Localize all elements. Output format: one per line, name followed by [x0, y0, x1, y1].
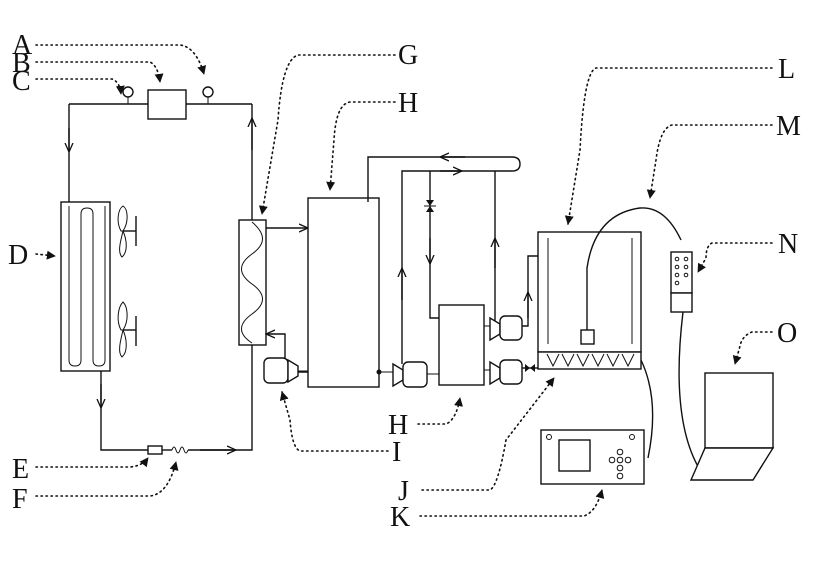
pump-icon: [484, 359, 538, 386]
label-M: M: [776, 111, 801, 142]
spray-nozzles: [546, 353, 635, 368]
label-C: C: [12, 66, 31, 97]
refrigeration-loop: [60, 86, 267, 455]
secondary-loop: [263, 156, 538, 388]
heat-exchanger: [238, 219, 267, 346]
heat-exchanger-coil: [241, 221, 263, 344]
leader-F: [35, 461, 179, 497]
compressor-box: [147, 89, 187, 120]
leader-E: [35, 457, 149, 468]
pump-icon: [484, 255, 538, 342]
laptop-screen: [704, 372, 774, 449]
label-I: I: [392, 437, 401, 468]
test-section: [580, 329, 595, 345]
leader-C: [35, 78, 125, 95]
leader-I: [279, 391, 389, 452]
logger-box: [670, 251, 693, 294]
valve-icon: [424, 200, 436, 212]
controller-screen: [558, 439, 591, 472]
label-B: B: [12, 48, 31, 79]
pressure-gauge-right: [202, 86, 214, 104]
leader-H-top: [326, 101, 396, 191]
leader-M: [646, 124, 773, 199]
logger-to-laptop-cable: [678, 311, 701, 471]
laptop-keyboard: [689, 447, 775, 481]
label-N: N: [778, 229, 798, 260]
leader-L: [564, 67, 773, 225]
logger-ports: [674, 256, 689, 286]
pipe-left-bottom: [100, 371, 148, 451]
label-A: A: [12, 30, 33, 61]
label-K: K: [390, 502, 410, 533]
return-loop: [401, 156, 521, 364]
leader-K: [419, 489, 605, 517]
callout-labels: A B C D E F G H H I J K L M N O: [8, 30, 801, 533]
leader-H-bottom: [417, 397, 463, 425]
test-vessel: [537, 207, 682, 459]
leader-O: [732, 331, 773, 365]
label-D: D: [8, 240, 28, 271]
fan-icon: [117, 205, 137, 258]
branch-pipe: [429, 171, 439, 319]
label-G: G: [398, 40, 418, 71]
fan-icon: [117, 301, 137, 358]
label-H-top: H: [398, 88, 418, 119]
leader-G: [258, 54, 396, 215]
leader-lines: [35, 44, 773, 517]
valve-icon: [525, 364, 535, 372]
pump-icon: [263, 357, 308, 384]
laptop-icon: [689, 372, 775, 481]
sensor-cable: [586, 207, 682, 330]
capillary-coil: [171, 446, 189, 454]
leader-J: [421, 377, 555, 491]
condenser-box: [60, 201, 111, 372]
label-F: F: [12, 484, 28, 515]
leader-N: [697, 242, 773, 273]
label-E: E: [12, 454, 29, 485]
storage-tank: [307, 197, 380, 388]
condenser-coil: [68, 206, 106, 367]
label-L: L: [778, 54, 795, 85]
expansion-valve: [147, 445, 163, 455]
controller-box: [540, 429, 645, 485]
data-logger: [670, 251, 701, 471]
controller-unit: [540, 429, 645, 485]
tank-outlet-pipe: [367, 156, 512, 202]
pump-icon: [379, 361, 439, 388]
leader-D: [35, 250, 56, 260]
label-O: O: [777, 318, 797, 349]
pipe-bottom-right: [188, 345, 253, 451]
label-H-bottom: H: [388, 410, 408, 441]
controller-cable: [640, 359, 654, 459]
pressure-gauge-left: [122, 86, 134, 104]
label-J: J: [398, 476, 409, 507]
leader-A: [35, 44, 207, 75]
buffer-tank: [438, 304, 485, 386]
